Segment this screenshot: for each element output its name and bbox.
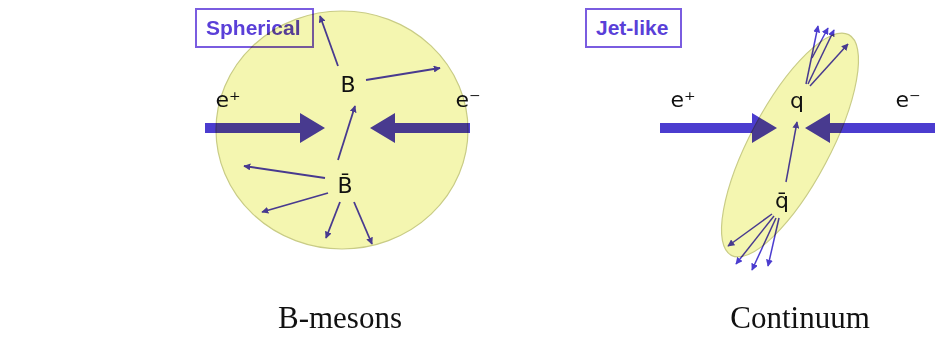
particle-name: q̄ <box>775 189 789 213</box>
tag-box: Jet-like <box>585 8 682 48</box>
beam-label: e⁻ <box>455 88 480 112</box>
event-ellipse <box>215 10 469 250</box>
panel-caption: Continuum <box>730 301 870 335</box>
event-shape: q q̄ <box>722 33 858 257</box>
particle-name: B <box>340 73 355 97</box>
beam-label: e⁺ <box>215 88 240 112</box>
event-ellipse <box>696 16 884 274</box>
particle-name: q <box>790 89 804 113</box>
event-ellipse <box>722 33 858 257</box>
particle-name: B̄ <box>337 174 352 198</box>
event-ellipse <box>216 11 468 249</box>
beam-label: e⁻ <box>895 88 920 112</box>
event-shape: B B̄ <box>215 10 469 250</box>
tag-text: Jet-like <box>596 15 671 40</box>
beam-label: e⁺ <box>670 88 695 112</box>
panel-caption: B-mesons <box>278 301 402 335</box>
